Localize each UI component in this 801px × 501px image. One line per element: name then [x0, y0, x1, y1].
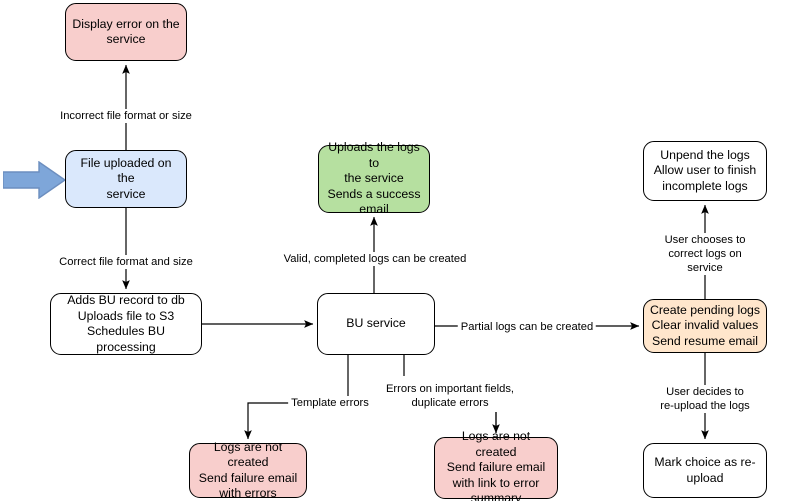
- edge-label-valid-completed: Valid, completed logs can be created: [280, 252, 470, 266]
- edge-label-correct-format: Correct file format and size: [56, 255, 196, 269]
- node-uploads-logs-success[interactable]: Uploads the logs to the service Sends a …: [318, 140, 430, 216]
- node-create-pending-logs[interactable]: Create pending logs Clear invalid values…: [643, 299, 767, 353]
- entry-block-arrow: [2, 160, 67, 200]
- edge-label-errors-important-fields: Errors on important fields, duplicate er…: [382, 382, 518, 410]
- edge-label-user-chooses-correct: User chooses to correct logs on service: [657, 233, 753, 275]
- node-display-error[interactable]: Display error on the service: [65, 3, 187, 61]
- node-bu-service[interactable]: BU service: [317, 293, 435, 355]
- edge-label-template-errors: Template errors: [288, 396, 372, 410]
- node-adds-bu-record[interactable]: Adds BU record to db Uploads file to S3 …: [50, 293, 202, 355]
- edge-label-incorrect-format: Incorrect file format or size: [57, 109, 195, 123]
- node-file-uploaded[interactable]: File uploaded on the service: [65, 150, 187, 208]
- node-logs-not-created-errors[interactable]: Logs are not created Send failure email …: [189, 440, 307, 500]
- edge-label-partial-logs: Partial logs can be created: [457, 320, 597, 334]
- node-logs-not-created-link[interactable]: Logs are not created Send failure email …: [434, 429, 558, 501]
- edge-label-user-decides-reupload: User decides to re-upload the logs: [657, 385, 753, 413]
- node-unpend-logs[interactable]: Unpend the logs Allow user to finish inc…: [643, 141, 767, 201]
- node-mark-choice-reupload[interactable]: Mark choice as re- upload: [643, 443, 767, 498]
